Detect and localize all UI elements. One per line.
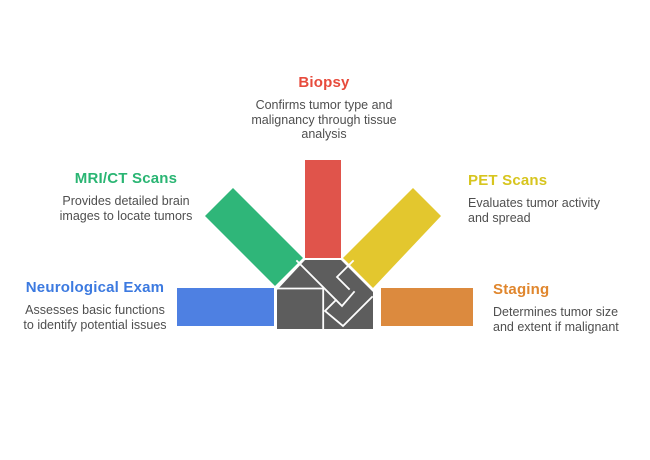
label-pet-scans: PET Scans Evaluates tumor activity and s…: [468, 172, 628, 225]
bar-staging: [381, 288, 473, 326]
item-title-neurological-exam: Neurological Exam: [25, 279, 165, 296]
center-pentagon: [277, 260, 373, 329]
item-title-mri-ct-scans: MRI/CT Scans: [74, 170, 178, 187]
item-description-neurological-exam: Assesses basic functions to identify pot…: [23, 303, 167, 332]
arrow-outline-diagonal: [295, 259, 356, 308]
bar-mri-ct-scans: [205, 188, 303, 286]
bar-biopsy: [305, 160, 341, 258]
arrow-outline-down-arrow: [323, 295, 374, 328]
label-biopsy: Biopsy Confirms tumor type and malignanc…: [239, 74, 409, 142]
center-arrow-outlines: [276, 259, 374, 330]
item-title-pet-scans: PET Scans: [468, 172, 548, 189]
label-neurological-exam: Neurological Exam Assesses basic functio…: [10, 279, 180, 332]
item-title-biopsy: Biopsy: [298, 74, 350, 91]
item-title-staging: Staging: [493, 281, 550, 298]
arrow-outline-left-block: [276, 287, 325, 330]
item-description-biopsy: Confirms tumor type and malignancy throu…: [251, 98, 397, 141]
bar-neurological-exam: [177, 288, 274, 326]
bar-pet-scans: [343, 188, 441, 288]
label-staging: Staging Determines tumor size and extent…: [493, 281, 650, 334]
item-description-pet-scans: Evaluates tumor activity and spread: [468, 196, 600, 225]
arrow-outline-right-chevron: [335, 259, 355, 291]
item-description-mri-ct-scans: Provides detailed brain images to locate…: [59, 194, 193, 223]
item-description-staging: Determines tumor size and extent if mali…: [493, 305, 619, 334]
label-mri-ct-scans: MRI/CT Scans Provides detailed brain ima…: [41, 170, 211, 223]
